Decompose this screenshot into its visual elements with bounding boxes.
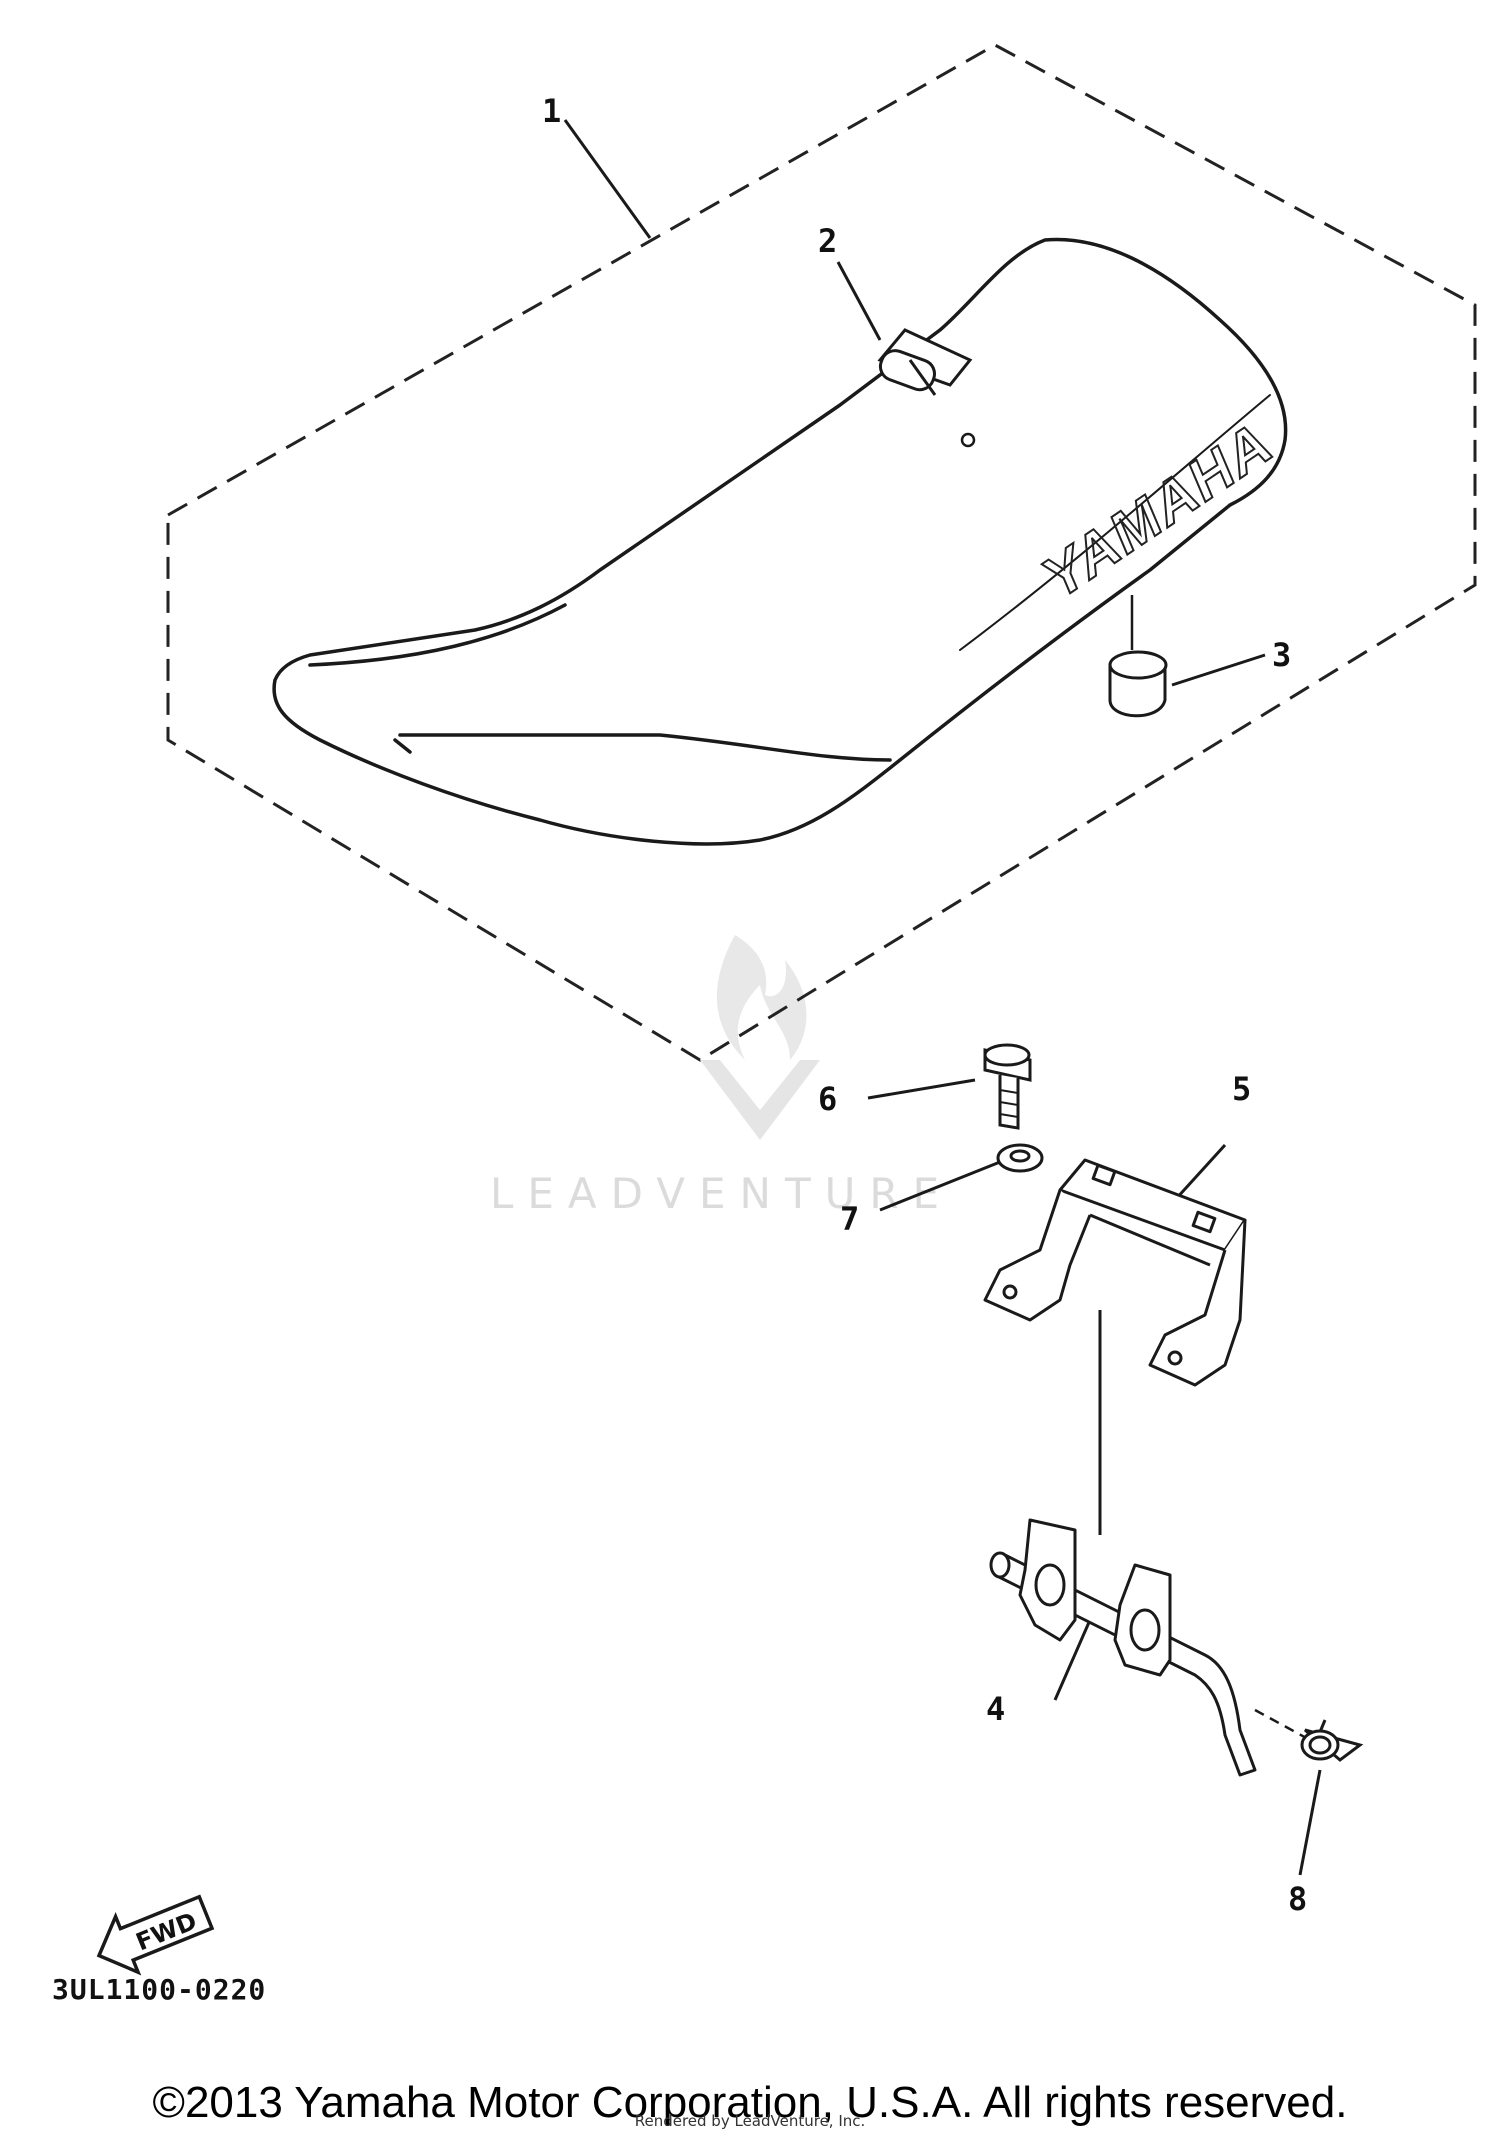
watermark-label: LEADVENTURE <box>490 1169 953 1218</box>
lock-rod-part-4 <box>989 1518 1257 1777</box>
v-logo-icon <box>700 1060 820 1140</box>
leader-lines <box>563 119 1322 1876</box>
callout-5: 5 <box>1232 1070 1251 1108</box>
callout-6: 6 <box>818 1080 837 1118</box>
seat-assembly-outline <box>166 43 1477 1062</box>
damper-part-3 <box>1108 595 1168 718</box>
callout-4: 4 <box>986 1690 1005 1728</box>
callout-7: 7 <box>840 1200 859 1238</box>
rendered-by-note: Rendered by LeadVenture, Inc. <box>634 2112 866 2130</box>
seat-logo: YAMAHA <box>1031 410 1285 611</box>
hinge-part-2 <box>877 328 973 396</box>
bolt-part-6 <box>983 1043 1032 1130</box>
callout-8: 8 <box>1288 1880 1307 1918</box>
copyright-notice: ©2013 Yamaha Motor Corporation, U.S.A. A… <box>152 2078 1348 2127</box>
washer-part-7 <box>996 1143 1044 1173</box>
leadventure-watermark: LEADVENTURE <box>490 935 953 1218</box>
part-code: 3UL1100-0220 <box>52 1973 267 2006</box>
spring-part-8 <box>1300 1719 1364 1762</box>
callout-3: 3 <box>1272 636 1291 674</box>
callout-2: 2 <box>818 222 837 260</box>
flame-logo-icon <box>716 935 807 1060</box>
callout-1: 1 <box>542 92 561 130</box>
fwd-arrow-icon: FWD <box>96 1894 215 1976</box>
bracket-part-5 <box>983 1158 1247 1387</box>
seat <box>272 237 1288 846</box>
